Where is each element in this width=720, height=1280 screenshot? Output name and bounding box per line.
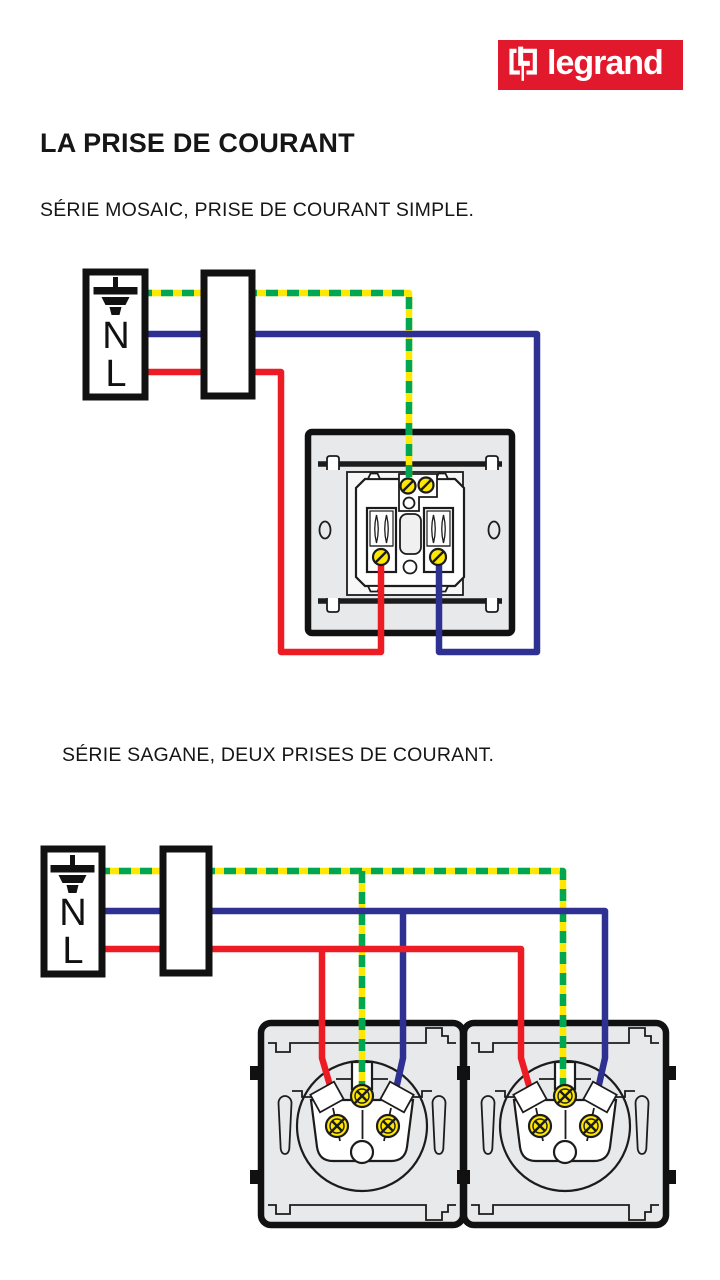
section-subtitle-sagane: SÉRIE SAGANE, DEUX PRISES DE COURANT. bbox=[62, 744, 495, 766]
live-wire-branch bbox=[318, 949, 335, 1090]
section-subtitle-mosaic: SÉRIE MOSAIC, PRISE DE COURANT SIMPLE. bbox=[40, 199, 475, 221]
neutral-screw bbox=[428, 547, 448, 567]
neutral-wire bbox=[98, 907, 609, 1090]
live-label: L bbox=[62, 930, 83, 972]
live-screw bbox=[371, 547, 391, 567]
mounting-clips bbox=[250, 1066, 676, 1184]
neutral-wire bbox=[140, 330, 541, 656]
supply-box: N L bbox=[40, 845, 106, 978]
neutral-wire-branch bbox=[392, 911, 407, 1090]
neutral-label: N bbox=[59, 892, 86, 934]
live-label: L bbox=[105, 353, 126, 395]
earth-screw bbox=[399, 477, 417, 495]
earth-screw bbox=[417, 476, 435, 494]
diagram-mosaic: N L bbox=[82, 268, 541, 656]
sagane-wires bbox=[98, 867, 609, 1090]
legrand-logo: legrand bbox=[498, 40, 683, 90]
neutral-label: N bbox=[102, 315, 129, 357]
page-title: LA PRISE DE COURANT bbox=[40, 128, 355, 158]
live-wire bbox=[98, 945, 534, 1090]
diagram-sagane: N L bbox=[40, 845, 676, 1229]
brand-name: legrand bbox=[547, 43, 664, 82]
supply-box: N L bbox=[82, 268, 149, 401]
junction-box bbox=[159, 845, 213, 977]
legrand-square-l-icon bbox=[509, 46, 537, 81]
junction-box bbox=[200, 269, 256, 400]
